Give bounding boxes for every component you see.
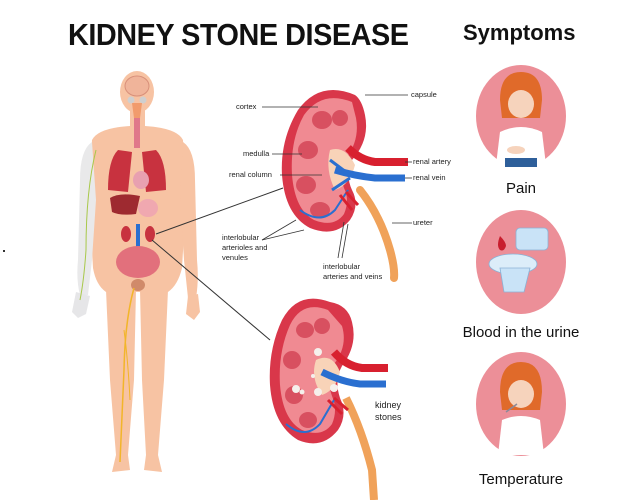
symptom-temperature-illustration	[476, 352, 566, 456]
lungs-icon	[108, 150, 132, 192]
kidney-stone	[330, 384, 338, 392]
label-capsule: capsule	[411, 90, 437, 99]
label-leaders	[261, 94, 412, 259]
label-interlobular-arterioles: interlobular arterioles and venules	[222, 233, 267, 263]
kidney-stone	[299, 389, 305, 395]
kidney-stone	[314, 388, 322, 396]
label-interlobular-arteries: interlobular arteries and veins	[323, 262, 382, 282]
label-line: stones	[375, 412, 402, 422]
pointer-line-top	[155, 187, 284, 235]
label-line: interlobular	[323, 262, 361, 271]
kidney-stone	[311, 374, 315, 378]
renal-vein-path	[333, 166, 405, 182]
kidney-anatomy-diagram	[281, 90, 408, 282]
human-body-figure	[72, 71, 200, 472]
symptom-blood-illustration	[476, 210, 566, 314]
symptom-caption-blood: Blood in the urine	[462, 324, 580, 341]
body-kidney-right-icon	[145, 226, 155, 242]
kidney-stone	[314, 348, 322, 356]
label-cortex: cortex	[236, 102, 257, 111]
label-line: arterioles and	[222, 243, 268, 252]
brain-icon	[124, 75, 150, 97]
renal-artery-path	[345, 145, 408, 166]
pointer-line-bottom	[151, 239, 271, 341]
label-line: interlobular	[222, 233, 260, 242]
symptom-caption-pain: Pain	[505, 180, 537, 197]
kidney-stone-group	[292, 348, 338, 396]
stray-dot	[3, 250, 5, 252]
label-renal-artery: renal artery	[413, 157, 451, 166]
heart-icon	[133, 171, 149, 189]
label-renal-vein: renal vein	[413, 173, 446, 182]
label-line: arteries and veins	[323, 272, 383, 281]
symptoms-heading: Symptoms	[463, 20, 576, 45]
page-title: KIDNEY STONE DISEASE	[68, 17, 409, 52]
kidney-stones-diagram	[269, 298, 388, 500]
ureter-path	[356, 186, 399, 282]
symptom-caption-temperature: Temperature	[478, 471, 564, 488]
nerve-path	[119, 287, 135, 463]
label-medulla: medulla	[243, 149, 270, 158]
kidney-stone	[292, 385, 300, 393]
label-kidney-stones: kidney stones	[375, 399, 402, 423]
label-line: venules	[222, 253, 248, 262]
label-ureter: ureter	[413, 218, 433, 227]
body-kidney-left-icon	[121, 226, 131, 242]
label-line: kidney	[375, 400, 402, 410]
label-renal-column: renal column	[229, 170, 272, 179]
symptom-pain-illustration	[476, 65, 566, 167]
